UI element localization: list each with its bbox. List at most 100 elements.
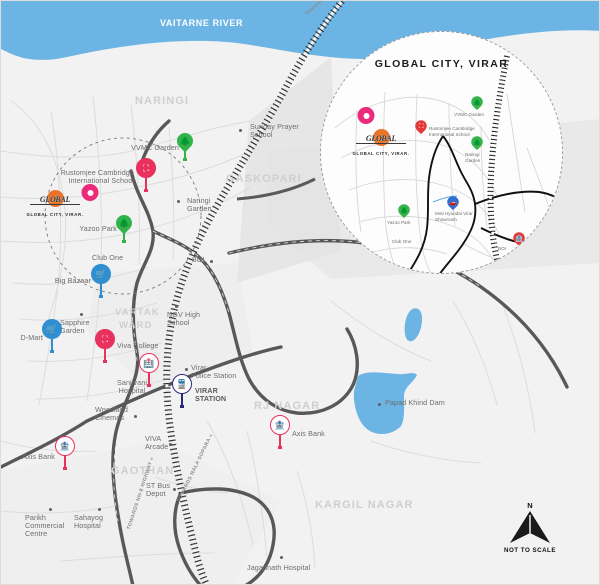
inset-label-club-one: Club One [392, 239, 412, 244]
inset-label-vvmc-garden: VVMC Garden [454, 112, 484, 117]
tree-icon: 🌲 [179, 135, 191, 146]
river-label: VAITARNE RIVER [160, 18, 244, 28]
poi-label-parikh-commercial-centre: Parikh Commercial Centre [25, 513, 65, 539]
poi-dot [173, 488, 176, 491]
train-icon: 🚆 [176, 378, 188, 389]
scale-note: NOT TO SCALE [504, 547, 556, 554]
inset-shadow-wedge [237, 57, 341, 283]
inset-railway [487, 55, 510, 273]
bank-icon: 🏦 [59, 440, 71, 451]
papad-khind-dam-water [353, 372, 417, 435]
inset-creek-2 [407, 135, 444, 273]
inset-pin-vvmc-garden[interactable]: 🌲 [468, 93, 486, 111]
pin-label-d-mart: D-Mart [20, 333, 43, 342]
inset-pin-boi[interactable]: 🏦 [510, 229, 528, 247]
inset-label-naringi-garden: Naringi Garden [465, 152, 481, 163]
poi-dot [49, 508, 52, 511]
poi-label-sahayog-hospital: Sahayog Hospital [74, 513, 104, 531]
north-letter: N [527, 501, 533, 510]
logo-wordmark: GLOBAL [39, 195, 71, 204]
pin-big-bazaar[interactable]: 🛒 [91, 264, 111, 299]
inset-connector [236, 177, 316, 201]
area-label-rj-nagar: RJ NAGAR [254, 400, 321, 412]
inset-pin-naringi-garden[interactable]: 🌲 [468, 133, 486, 151]
pin-sanjivani-hospital[interactable]: 🏥 [139, 353, 159, 388]
cart-icon: 🛒 [46, 323, 58, 334]
pin-label-axis-bank-west: Axis Bank [22, 452, 55, 461]
poi-dot [185, 368, 188, 371]
sunburst-icon [46, 190, 64, 207]
pin-rustomjee-cambridge-international-school[interactable]: ⛶ [136, 158, 156, 193]
pin-label-viva-college: Viva College [117, 341, 159, 350]
inset-label-rustomjee-cambridge: Rustomjee Cambridge International School [429, 126, 475, 137]
pin-virar-station[interactable]: 🚆 [172, 374, 192, 409]
poi-label-st-bus-depot: ST Bus Depot [146, 481, 171, 499]
poi-dot [98, 508, 101, 511]
catchment-circle [44, 137, 202, 295]
inset-label-boi: BOI [498, 246, 506, 251]
pin-label-vvmc-garden: VVMC Garden [131, 143, 179, 152]
pin-icon: 🌲 [472, 98, 482, 106]
pin-label-big-bazaar: Big Bazaar [54, 276, 91, 285]
pin-vvmc-garden[interactable]: 🌲 [173, 129, 197, 162]
sunburst-icon [372, 129, 390, 146]
inset-base-map [321, 32, 562, 273]
poi-label-ngv-high-school: NGV High School [167, 310, 201, 328]
poi-label-sunday-prayer-school: Sunday Prayer School [250, 122, 299, 140]
small-lake [404, 308, 423, 342]
hospital-icon: 🏥 [143, 357, 155, 368]
inset-title: GLOBAL CITY, VIRAR [374, 58, 509, 70]
cart-icon: 🛒 [95, 268, 107, 279]
poi-label-woodland-cinemas: Woodland Cinemas [95, 405, 129, 423]
north-arrow-icon [510, 511, 550, 543]
school-icon: ⛶ [142, 162, 150, 173]
pin-yazoo-park[interactable]: 🌲 [112, 211, 136, 244]
pin-icon: 🚗 [448, 198, 458, 206]
inset-pin-rustomjee-cambridge[interactable]: ⛶ [412, 117, 430, 135]
area-label-vartak: VARTAK [115, 307, 160, 318]
tree-icon: 🌲 [118, 217, 130, 228]
poi-dot [134, 415, 137, 418]
inset-pin-moti-hyundai[interactable]: 🚗 [444, 193, 462, 211]
poi-label-jagannath-hospital: Jagannath Hospital [247, 563, 311, 572]
pin-icon: 🏦 [514, 234, 524, 242]
pin-label-sanjivani-hospital: Sanjivani Hospital [116, 378, 148, 396]
poi-dot [177, 200, 180, 203]
poi-label-naringi-garden: Naringi Garden [187, 196, 212, 214]
logo-badge: GLOBAL [26, 189, 84, 211]
pin-icon: ⛶ [418, 122, 424, 130]
road-centerlines [113, 230, 482, 522]
inset-label-yazoo-park: Yazoo Park [387, 220, 411, 225]
inset-logo-subtitle: GLOBAL CITY, VIRAR. [352, 151, 410, 156]
inset-logo-wordmark: GLOBAL [365, 134, 397, 143]
pin-axis-bank-west[interactable]: 🏦 [55, 436, 75, 471]
inset-label-moti-hyundai: Moti Hyundai Virar Showroom [435, 211, 473, 222]
poi-label-papad-khind-dam: Papad Khind Dam [385, 398, 445, 407]
school-icon: ⛶ [101, 333, 109, 344]
poi-label-club-one: Club One [92, 253, 124, 262]
pin-viva-college[interactable]: ⛶ [95, 329, 115, 364]
area-label-kargil-nagar: KARGIL NAGAR [315, 499, 414, 511]
poi-dot [239, 129, 242, 132]
inset-zoom-circle: GLOBAL CITY, VIRAR GLOBAL GLOBAL CITY, V… [320, 31, 563, 274]
poi-label-sapphire-garden: Sapphire Garden [60, 318, 90, 336]
pin-icon: 🌲 [399, 206, 409, 214]
pin-axis-bank-east[interactable]: 🏦 [270, 415, 290, 450]
logo-subtitle: GLOBAL CITY, VIRAR. [26, 212, 84, 217]
area-label-naringi: NARINGI [135, 95, 190, 107]
poi-dot [175, 305, 178, 308]
poi-dot [80, 313, 83, 316]
inset-pin-yazoo-park[interactable]: 🌲 [395, 201, 413, 219]
pin-d-mart[interactable]: 🛒 [42, 319, 62, 354]
pin-label-rustomjee-cambridge: Rustomjee Cambridge International School [60, 168, 134, 186]
pin-label-virar-station: VIRAR STATION [195, 386, 227, 404]
inset-site-marker[interactable] [357, 107, 375, 124]
inset-logo-badge: GLOBAL [352, 128, 410, 150]
poi-dot [378, 403, 381, 406]
poi-label-viva-arcade: VIVA Arcade [145, 434, 169, 452]
poi-label-virar-police-station: Virar Police Station [191, 363, 237, 381]
global-city-site-marker[interactable] [81, 184, 99, 201]
poi-dot [280, 556, 283, 559]
minor-roads [1, 96, 536, 568]
logo-rule [30, 203, 80, 205]
